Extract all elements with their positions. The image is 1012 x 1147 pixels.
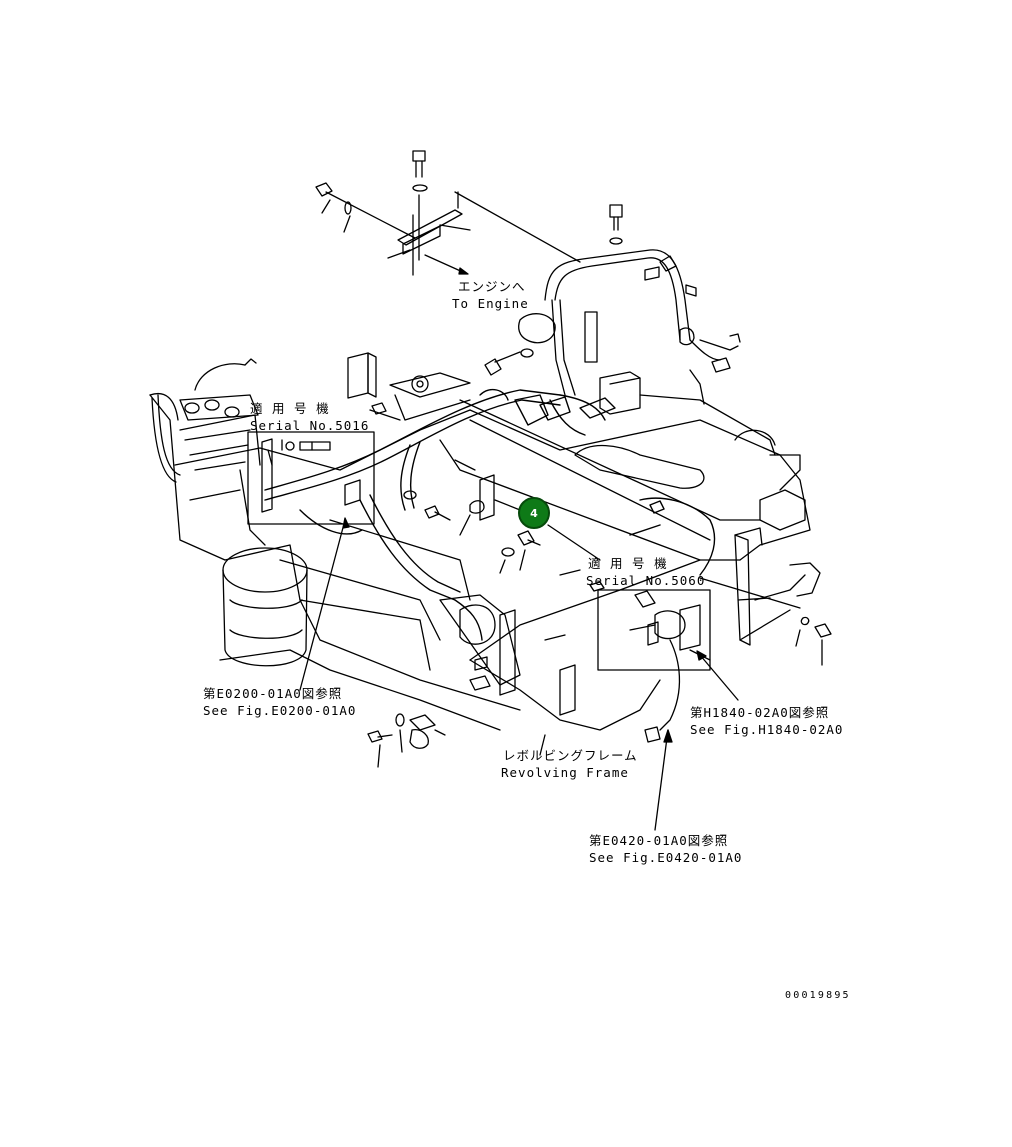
serial-5060-detail	[597, 589, 832, 743]
fig-h1840-en-label: See Fig.H1840-02A0	[690, 722, 844, 737]
drawing-number: 00019895	[785, 990, 851, 1001]
frame-outline	[149, 352, 821, 731]
revolving-frame-en-label: Revolving Frame	[501, 765, 629, 780]
leader-lines	[299, 517, 801, 831]
fig-e0420-jp-label: 第E0420-01A0図参照	[589, 833, 729, 848]
main-harness	[264, 388, 716, 641]
revolving-frame-jp-label: レボルビングフレーム	[503, 748, 638, 763]
serial-5060-en-label: Serial No.5060	[586, 573, 706, 588]
serial-5016-detail	[247, 431, 375, 525]
to-engine-jp-label: エンジンへ	[458, 279, 526, 294]
serial-5016-en-label: Serial No.5016	[250, 418, 370, 433]
fig-e0420-en-label: See Fig.E0420-01A0	[589, 850, 743, 865]
fig-e0200-jp-label: 第E0200-01A0図参照	[203, 686, 343, 701]
part-callout-4[interactable]: 4	[518, 497, 550, 529]
top-bracket-assembly	[315, 150, 581, 276]
fig-e0200-en-label: See Fig.E0200-01A0	[203, 703, 357, 718]
serial-5060-jp-label: 適 用 号 機	[588, 556, 668, 571]
lower-motor-detail	[367, 594, 576, 768]
fig-h1840-jp-label: 第H1840-02A0図参照	[690, 705, 830, 720]
center-bracket-detail	[369, 402, 601, 574]
serial-5016-jp-label: 適 用 号 機	[250, 401, 330, 416]
to-engine-en-label: To Engine	[452, 296, 529, 311]
upper-harness	[484, 204, 741, 405]
